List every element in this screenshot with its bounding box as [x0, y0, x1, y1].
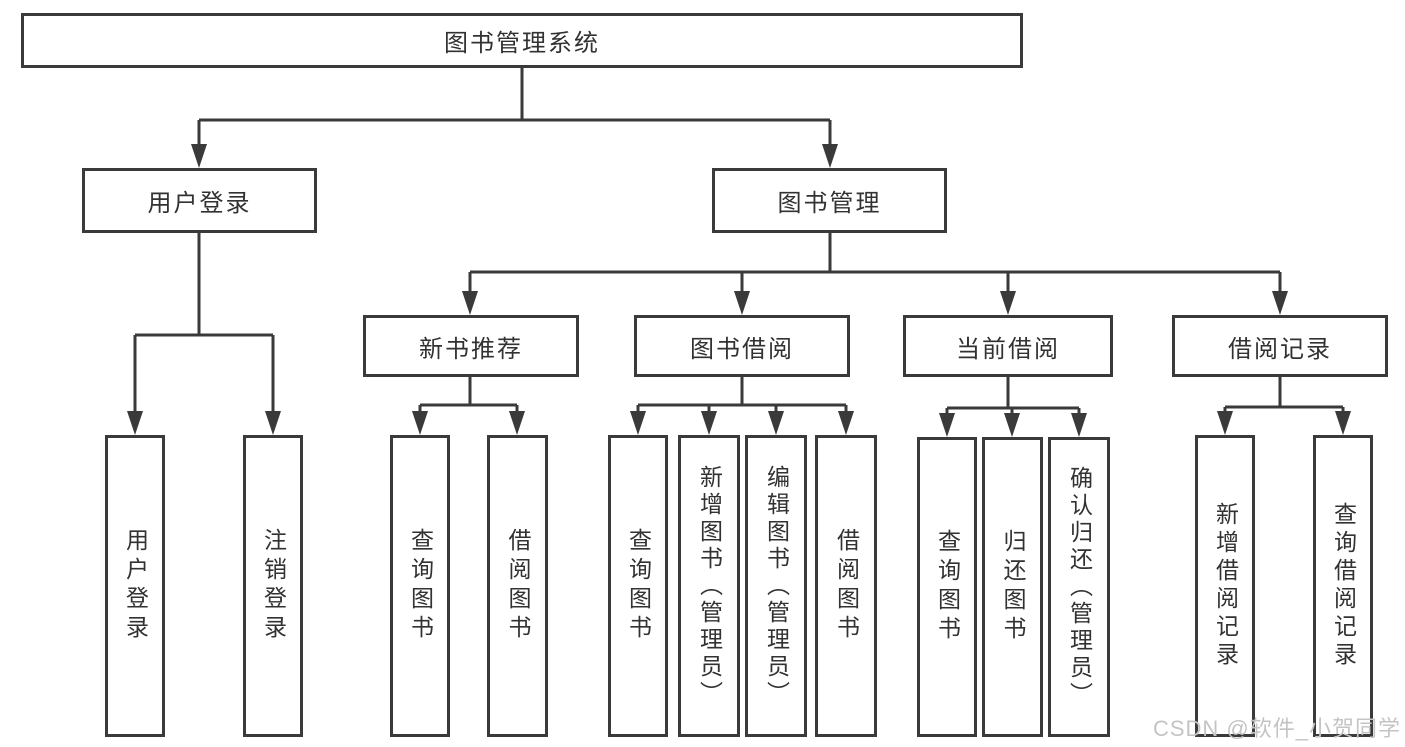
leaf-add-borrow-record: 新增借阅记录 [1195, 435, 1255, 737]
node-borrow-records: 借阅记录 [1172, 315, 1388, 377]
leaf-query-book-3: 查询图书 [917, 437, 977, 737]
csdn-watermark: CSDN @软件_小贺同学 [1152, 716, 1401, 741]
node-book-borrow: 图书借阅 [634, 315, 850, 377]
leaf-logout: 注销登录 [243, 435, 303, 737]
leaf-lend-book-1: 借阅图书 [487, 435, 548, 737]
leaf-query-book-2: 查询图书 [608, 435, 668, 737]
leaf-confirm-return-admin: 确认归还（管理员） [1048, 437, 1110, 737]
node-root: 图书管理系统 [21, 13, 1023, 68]
leaf-query-borrow-record: 查询借阅记录 [1313, 435, 1373, 737]
leaf-edit-book-admin: 编辑图书（管理员） [745, 435, 807, 737]
connector-root [197, 68, 832, 150]
leaf-lend-book-2: 借阅图书 [815, 435, 877, 737]
leaf-user-login: 用户登录 [105, 435, 165, 737]
connector-user-login [133, 233, 275, 417]
leaf-query-book-1: 查询图书 [390, 435, 450, 737]
connector-current [945, 377, 1081, 419]
connector-new-rec [418, 377, 519, 417]
leaf-return-book: 归还图书 [982, 437, 1043, 737]
node-current-borrow: 当前借阅 [903, 315, 1113, 377]
node-user-login: 用户登录 [82, 168, 317, 233]
leaf-add-book-admin: 新增图书（管理员） [678, 435, 740, 737]
node-book-management: 图书管理 [712, 168, 947, 233]
node-new-book-recommend: 新书推荐 [363, 315, 579, 377]
connector-book-mgmt [468, 233, 1282, 297]
connector-records [1223, 377, 1345, 417]
connector-borrow [636, 377, 848, 417]
